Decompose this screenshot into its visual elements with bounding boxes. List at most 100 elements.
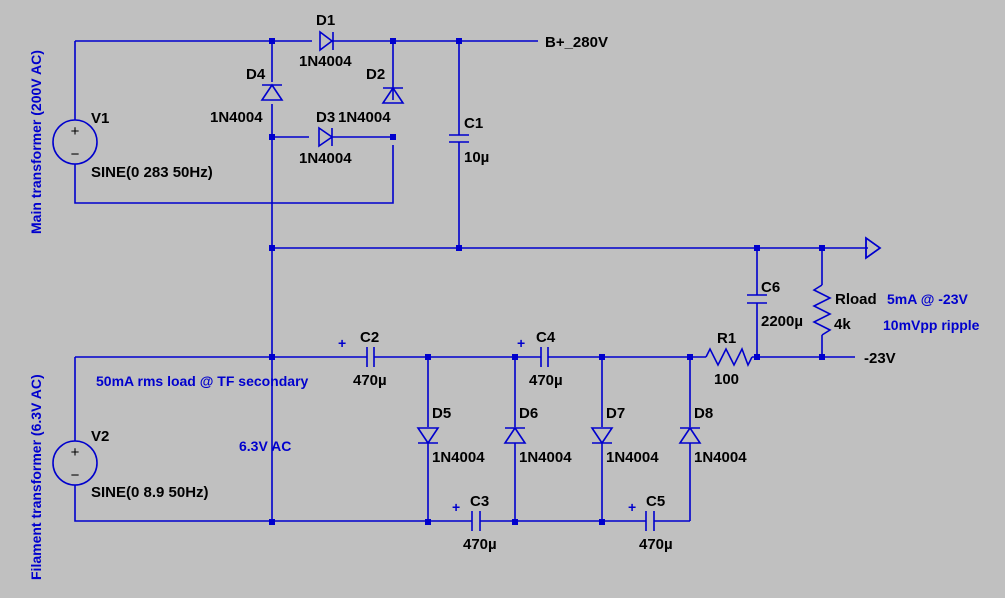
voltage-source-symbol (52, 440, 98, 486)
junction-dot (512, 354, 518, 360)
diode-d8-part: 1N4004 (694, 449, 747, 466)
capacitor-c5-value: 470µ (639, 536, 673, 553)
diode-symbol (503, 426, 527, 444)
capacitor-symbol (645, 511, 655, 531)
resistor-symbol (705, 347, 753, 367)
diode-d6-part: 1N4004 (519, 449, 572, 466)
diode-d1-name: D1 (316, 12, 335, 29)
polarity-mark: + (517, 335, 525, 351)
junction-dot (425, 354, 431, 360)
diode-symbol (416, 427, 440, 445)
polarity-mark: + (452, 499, 460, 515)
capacitor-symbol (471, 511, 481, 531)
diode-symbol (318, 126, 334, 148)
source-plus-sign: + (71, 444, 80, 461)
capacitor-c2-value: 470µ (353, 372, 387, 389)
junction-dot (269, 519, 275, 525)
filament-transformer-label: Filament transformer (6.3V AC) (28, 374, 44, 580)
diode-d3[interactable]: D3 1N4004 (299, 109, 352, 167)
diode-d5[interactable]: D5 1N4004 (416, 405, 485, 466)
diode-symbol (319, 30, 334, 52)
diode-d1[interactable]: D1 1N4004 (299, 12, 352, 70)
junction-dot (456, 245, 462, 251)
resistor-r1[interactable]: R1 100 (705, 330, 753, 388)
source-v1-name: V1 (91, 110, 109, 127)
junction-dot (390, 38, 396, 44)
junction-dot (754, 354, 760, 360)
junction-dot (269, 134, 275, 140)
diode-d6-name: D6 (519, 405, 538, 422)
capacitor-c4[interactable]: + C4 470µ (517, 329, 563, 389)
capacitor-c2[interactable]: + C2 470µ (338, 329, 387, 389)
junction-dot (599, 354, 605, 360)
capacitor-c4-value: 470µ (529, 372, 563, 389)
capacitor-symbol (747, 294, 767, 304)
junction-dot (687, 354, 693, 360)
capacitor-c1[interactable]: C1 10µ (449, 115, 489, 166)
diode-d3-name: D3 (316, 109, 335, 126)
capacitor-c5[interactable]: + C5 470µ (628, 493, 673, 553)
junction-dot (269, 38, 275, 44)
diode-d4-part: 1N4004 (210, 109, 263, 126)
diode-symbol (260, 83, 284, 101)
resistor-r1-name: R1 (717, 330, 736, 347)
capacitor-c3[interactable]: + C3 470µ (452, 493, 497, 553)
capacitor-c5-name: C5 (646, 493, 665, 510)
junction-dot (269, 245, 275, 251)
polarity-mark: + (338, 335, 346, 351)
comment-ac-voltage: 6.3V AC (239, 438, 291, 454)
resistor-rload[interactable]: Rload 4k (812, 284, 877, 336)
diode-d4-name: D4 (246, 66, 266, 83)
polarity-mark: + (628, 499, 636, 515)
diode-symbol (678, 426, 702, 444)
net-label-minus23: -23V (864, 350, 896, 367)
capacitor-c3-name: C3 (470, 493, 489, 510)
capacitor-c6-name: C6 (761, 279, 780, 296)
diode-d8[interactable]: D8 1N4004 (678, 405, 747, 466)
voltage-source-symbol (52, 119, 98, 165)
diode-d7[interactable]: D7 1N4004 (590, 405, 659, 466)
diode-d5-part: 1N4004 (432, 449, 485, 466)
diode-symbol (381, 86, 405, 104)
capacitor-c6[interactable]: C6 2200µ (747, 279, 803, 330)
diode-d6[interactable]: D6 1N4004 (503, 405, 572, 466)
ground-arrow-icon (865, 236, 882, 260)
resistor-rload-value: 4k (834, 316, 851, 333)
junction-dot (819, 245, 825, 251)
capacitor-c1-name: C1 (464, 115, 483, 132)
diode-d1-part: 1N4004 (299, 53, 352, 70)
capacitor-symbol (449, 134, 469, 143)
diode-d5-name: D5 (432, 405, 451, 422)
source-minus-sign: − (71, 467, 80, 484)
junction-dot (599, 519, 605, 525)
junction-dot (425, 519, 431, 525)
main-transformer-label: Main transformer (200V AC) (28, 50, 44, 234)
comment-load-current: 5mA @ -23V (887, 291, 968, 307)
diode-d8-name: D8 (694, 405, 713, 422)
diode-d2[interactable]: D2 (366, 66, 405, 104)
diode-d7-part: 1N4004 (606, 449, 659, 466)
junction-dot (819, 354, 825, 360)
resistor-rload-name: Rload (835, 291, 877, 308)
source-plus-sign: + (71, 123, 80, 140)
diode-d7-name: D7 (606, 405, 625, 422)
source-v2[interactable]: + − V2 SINE(0 8.9 50Hz) (52, 428, 209, 501)
capacitor-c4-name: C4 (536, 329, 556, 346)
capacitor-symbol (540, 347, 549, 367)
diode-d2-name: D2 (366, 66, 385, 83)
resistor-symbol (812, 284, 832, 336)
net-label-bplus: B+_280V (545, 34, 608, 51)
diode-d2-part: 1N4004 (338, 109, 391, 126)
diode-d4[interactable]: D4 1N4004 (210, 66, 284, 126)
diode-symbol (590, 427, 614, 445)
junctions (269, 38, 825, 525)
junction-dot (269, 354, 275, 360)
source-v2-name: V2 (91, 428, 109, 445)
source-v1[interactable]: + − V1 SINE(0 283 50Hz) (52, 110, 213, 181)
comment-ripple: 10mVpp ripple (883, 317, 980, 333)
capacitor-c2-name: C2 (360, 329, 379, 346)
capacitor-c6-value: 2200µ (761, 313, 803, 330)
junction-dot (456, 38, 462, 44)
junction-dot (512, 519, 518, 525)
